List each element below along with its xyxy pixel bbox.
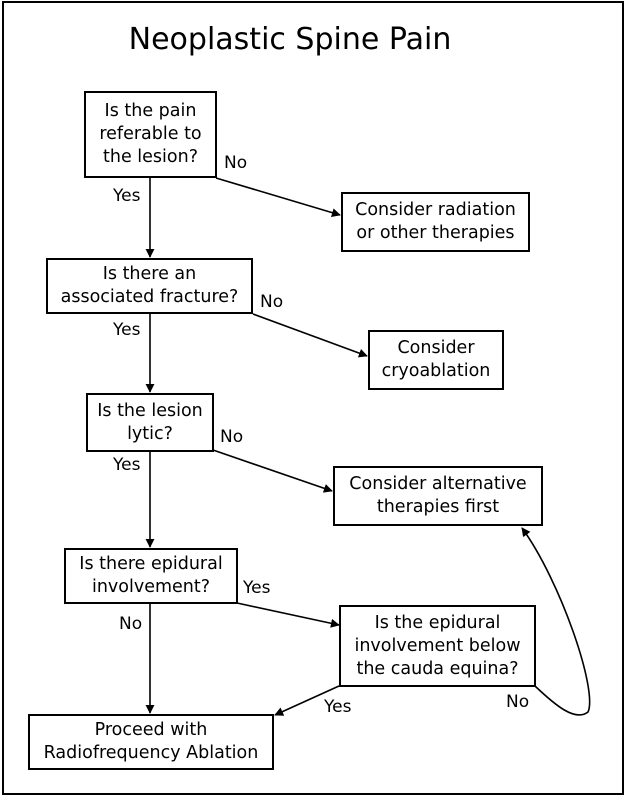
- diagram-frame: [2, 1, 624, 795]
- edge-q5-yes: [274, 685, 340, 716]
- edge-q1-no: [215, 177, 341, 217]
- edge-label-q3-yes: Yes: [113, 455, 141, 475]
- diagram-title: Neoplastic Spine Pain: [128, 22, 452, 57]
- edge-label-q5-yes: Yes: [324, 697, 352, 717]
- node-associated-fracture: Is there an associated fracture?: [46, 258, 253, 314]
- node-consider-alternative: Consider alternative therapies first: [333, 466, 543, 526]
- edge-label-q5-no: No: [506, 692, 530, 712]
- node-consider-radiation: Consider radiation or other therapies: [341, 192, 530, 252]
- node-pain-referable: Is the pain referable to the lesion?: [84, 91, 217, 178]
- edge-label-q4-no: No: [119, 614, 143, 634]
- edge-label-q2-no: No: [260, 292, 284, 312]
- edge-label-q2-yes: Yes: [113, 320, 141, 340]
- edge-label-q1-no: No: [224, 153, 248, 173]
- node-lesion-lytic: Is the lesion lytic?: [86, 393, 214, 452]
- node-proceed-rfa: Proceed with Radiofrequency Ablation: [28, 714, 274, 770]
- edge-q2-no: [252, 313, 368, 358]
- edge-q4-yes: [236, 602, 340, 628]
- edge-label-q3-no: No: [220, 427, 244, 447]
- node-below-cauda-equina: Is the epidural involvement below the ca…: [339, 605, 536, 687]
- edge-label-q4-yes: Yes: [243, 578, 271, 598]
- edge-q5-no: [521, 527, 591, 716]
- edge-label-q1-yes: Yes: [113, 186, 141, 206]
- node-consider-cryoablation: Consider cryoablation: [368, 330, 504, 390]
- node-epidural-involvement: Is there epidural involvement?: [64, 548, 238, 604]
- edge-q3-no: [212, 449, 333, 493]
